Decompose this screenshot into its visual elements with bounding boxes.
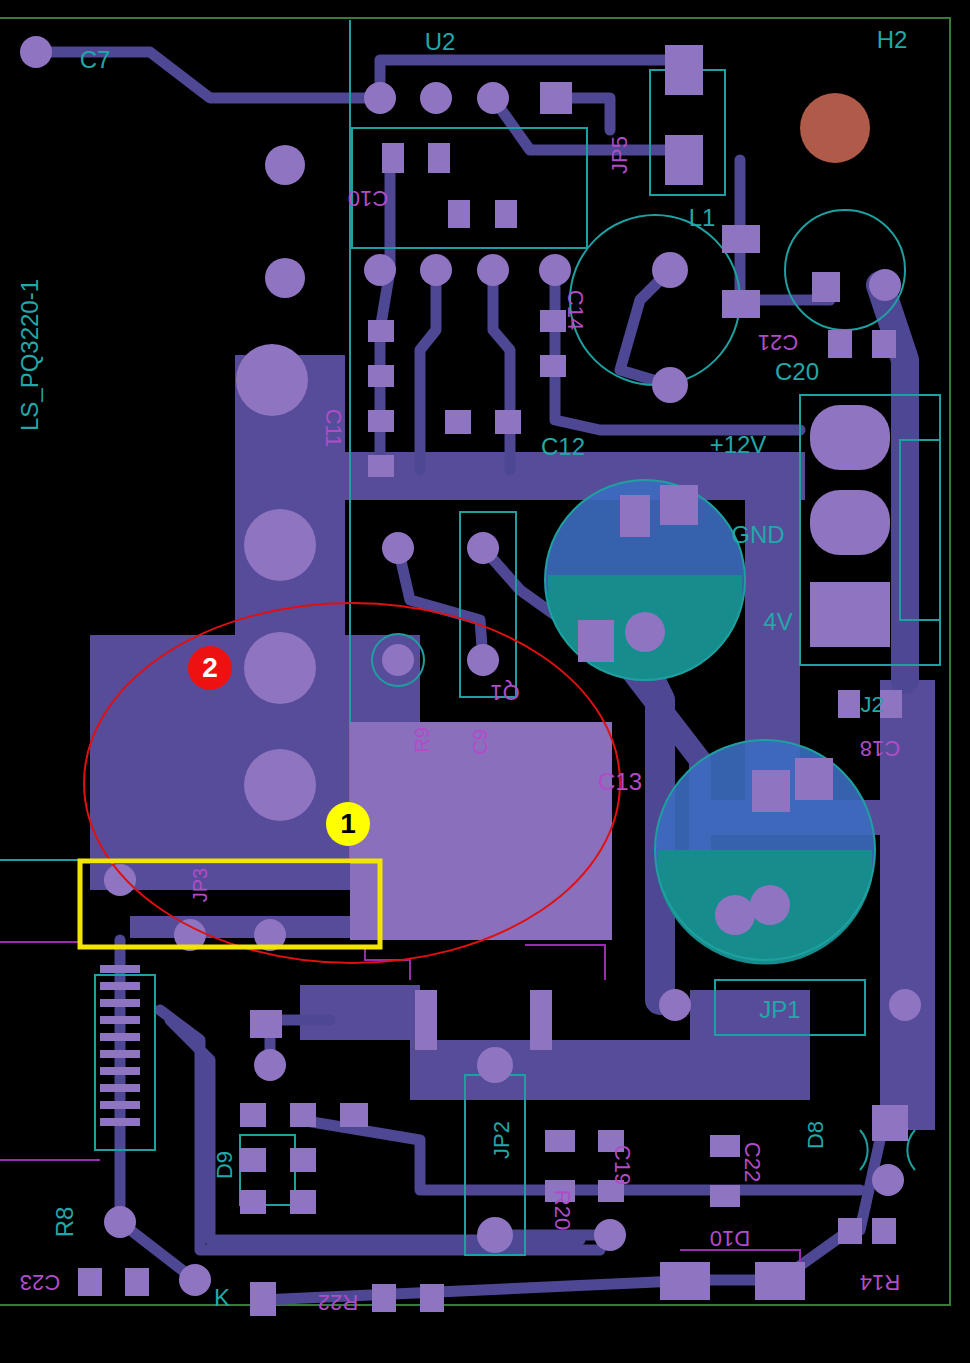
- part-label: Q1: [490, 681, 519, 703]
- net-label: +12V: [710, 433, 767, 457]
- part-label: C18: [860, 737, 900, 759]
- part-label: C20: [775, 360, 819, 384]
- part-label: R20: [551, 1190, 573, 1230]
- footprint-label: LS_PQ3220-1: [18, 279, 42, 431]
- part-label: C23: [20, 1271, 60, 1293]
- net-label: 4V: [763, 610, 792, 634]
- part-label: R9: [412, 727, 432, 753]
- part-label: H2: [877, 28, 908, 52]
- part-label: D9: [214, 1151, 236, 1179]
- part-label: C11: [322, 409, 344, 448]
- part-label: C12: [541, 435, 585, 459]
- part-label: D10: [710, 1227, 750, 1249]
- pin-label: K: [214, 1286, 230, 1310]
- part-label: D8: [805, 1121, 827, 1149]
- part-label: C22: [741, 1142, 763, 1182]
- part-label: J2: [860, 694, 883, 716]
- part-label: C7: [80, 48, 111, 72]
- part-label: JP3: [190, 868, 210, 902]
- callout-number: 1: [340, 810, 356, 838]
- part-label: JP2: [491, 1121, 513, 1159]
- net-label: GND: [731, 523, 784, 547]
- part-label: R14: [860, 1271, 900, 1293]
- part-label: U2: [425, 30, 456, 54]
- part-label: L1: [689, 206, 716, 230]
- part-label: C10: [348, 187, 388, 209]
- part-label: C21: [758, 331, 798, 353]
- part-label: C14: [564, 290, 586, 330]
- part-label: JP1: [759, 998, 800, 1022]
- part-label: C13: [598, 770, 642, 794]
- callout-number: 2: [202, 654, 218, 682]
- part-label: R8: [53, 1207, 77, 1238]
- part-label: JP5: [609, 136, 631, 174]
- part-label: R22: [318, 1291, 358, 1313]
- part-label: C9: [470, 729, 490, 755]
- part-label: C19: [611, 1145, 633, 1185]
